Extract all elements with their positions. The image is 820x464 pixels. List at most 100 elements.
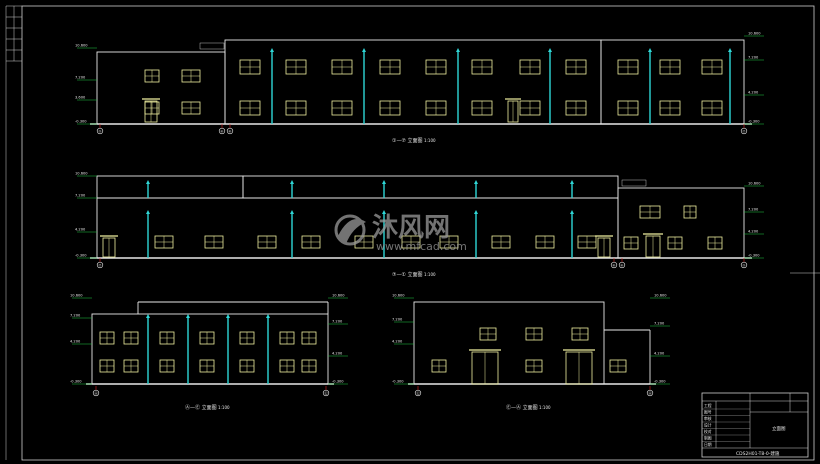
level-label: 10.600 [70, 294, 83, 298]
sheet-frame [5, 5, 820, 461]
grid-label: Ⓔ [416, 391, 420, 396]
level-label: 4.200 [70, 340, 81, 344]
title-block-cell: 审核 [704, 416, 712, 421]
building-block-annex [617, 187, 745, 259]
elevation-4-scale: 1:100 [539, 405, 551, 410]
level-label: -0.300 [70, 380, 82, 384]
level-label: -0.300 [392, 380, 404, 384]
grid-bubble [646, 389, 654, 397]
title-block-cell: 日期 [704, 442, 712, 447]
grid-label: ① [742, 264, 745, 268]
level-label: 10.600 [748, 32, 761, 36]
elevation-1-scale: 1:100 [424, 138, 436, 143]
grid-bubble [96, 261, 104, 269]
grid-label: ① [98, 130, 101, 134]
elevation-2-title: ⑦—① 立面图 [392, 271, 423, 278]
level-label: -0.300 [75, 120, 87, 124]
downpipe-head [548, 48, 552, 52]
level-label: -0.300 [654, 380, 666, 384]
title-block-cell: 工程 [704, 403, 712, 408]
watermark-logo-icon [334, 214, 366, 246]
elevation-3-scale: 1:100 [218, 405, 230, 410]
level-label: 7.200 [332, 320, 343, 324]
watermark: 沐风网 www.mfcad.com [334, 213, 467, 253]
downpipe-head [382, 210, 386, 214]
elevation-note-tag [199, 42, 225, 50]
downpipe-head [226, 314, 230, 318]
title-block-cell: 图号 [704, 410, 712, 415]
level-label: 7.200 [654, 322, 665, 326]
grid-bubble [218, 127, 226, 135]
level-label: 4.200 [748, 91, 759, 95]
elevation-2-scale: 1:100 [424, 272, 436, 277]
level-label: 10.600 [748, 182, 761, 186]
level-label: 7.200 [75, 76, 86, 80]
downpipe-head [382, 180, 386, 184]
downpipe-head [186, 314, 190, 318]
watermark-brand-cn: 沐风网 [372, 213, 450, 243]
title-block-cell: 设计 [704, 423, 712, 428]
level-label: 10.600 [332, 294, 345, 298]
grid-bubble [414, 389, 422, 397]
level-label: 10.600 [75, 172, 88, 176]
title-block-cell: 校对 [704, 429, 712, 434]
level-label: -0.300 [75, 254, 87, 258]
downpipe-head [146, 210, 150, 214]
elevation-note-tag [621, 179, 647, 187]
grid-bubble [96, 127, 104, 135]
level-label: 7.200 [75, 194, 86, 198]
grid-label: ⑥ [228, 130, 231, 134]
downpipe-head [474, 210, 478, 214]
grid-bubble [322, 389, 330, 397]
downpipe-head [456, 48, 460, 52]
elevation-3-title: Ⓐ—Ⓔ 立面图 [185, 404, 217, 411]
grid-label: ⑥ [620, 264, 623, 268]
level-label: 4.200 [654, 352, 665, 356]
elevation-4-title: Ⓔ—Ⓐ 立面图 [506, 404, 538, 411]
downpipe-head [362, 48, 366, 52]
downpipe-head [570, 180, 574, 184]
downpipe-head [146, 314, 150, 318]
sheet-border [21, 5, 815, 461]
level-label: -0.300 [332, 380, 344, 384]
building-block-mid [96, 197, 619, 259]
downpipe-head [146, 180, 150, 184]
grid-label: ⑥ [220, 130, 223, 134]
title-block-drawing-name: 立面图 [772, 425, 786, 432]
grid-label: Ⓐ [94, 391, 98, 396]
downpipe-head [290, 180, 294, 184]
elevation-layer: 10.600 7.200 3.600 -0.300 10.600 7.200 4.200 -0… [70, 32, 764, 397]
downpipe-head [270, 48, 274, 52]
building-block-side-a [91, 313, 329, 385]
title-block-drawing-code: CDS2H01-T8-0-建施 [736, 450, 780, 457]
title-block-cell: 制图 [704, 436, 712, 441]
downpipe-head [570, 210, 574, 214]
grid-label: ⑥ [612, 264, 615, 268]
level-label: 7.200 [748, 208, 759, 212]
level-label: 7.200 [392, 318, 403, 322]
downpipe-head [474, 180, 478, 184]
downpipe-head [648, 48, 652, 52]
level-label: 10.600 [654, 294, 667, 298]
level-label: 4.200 [75, 228, 86, 232]
parapet-left [96, 175, 244, 199]
level-label: 10.600 [75, 44, 88, 48]
watermark-brand-url: www.mfcad.com [376, 240, 467, 253]
parapet-main [242, 175, 619, 199]
level-label: 7.200 [70, 314, 81, 318]
level-label: -0.300 [748, 254, 760, 258]
level-label: 4.200 [332, 352, 343, 356]
downpipe-head [266, 314, 270, 318]
grid-label: ⑦ [742, 130, 745, 134]
level-label: 7.200 [748, 56, 759, 60]
building-block-main [224, 39, 602, 125]
grid-label: Ⓔ [324, 391, 328, 396]
downpipe-head [290, 210, 294, 214]
building-block-right [600, 39, 745, 125]
level-label: 3.600 [75, 96, 86, 100]
grid-bubble [226, 127, 234, 135]
grid-label: ⑦ [98, 264, 101, 268]
grid-label: Ⓐ [648, 391, 652, 396]
